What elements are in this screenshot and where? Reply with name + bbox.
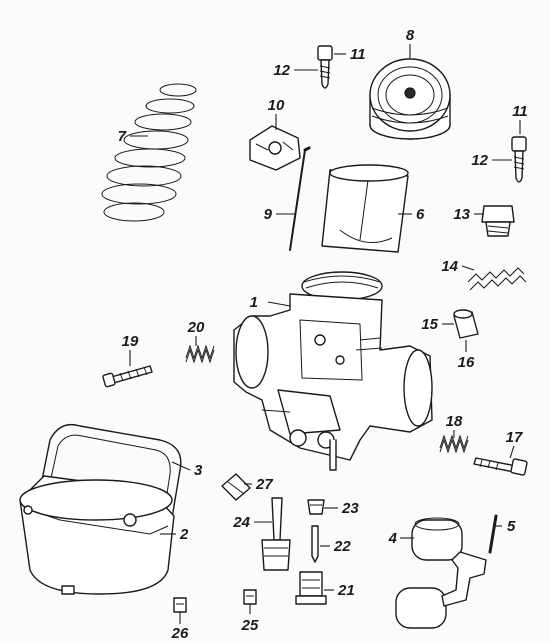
callout-12-right: 12 (471, 152, 488, 169)
part-main-jet-21 (295, 571, 327, 605)
part-throttle-slide (321, 164, 409, 253)
part-float (395, 517, 487, 629)
callout-3: 3 (194, 462, 203, 479)
callout-1: 1 (250, 294, 258, 311)
callout-5: 5 (507, 518, 516, 535)
part-small-spring-14 (467, 267, 527, 291)
part-spring-20 (185, 344, 215, 364)
callout-16: 16 (458, 354, 475, 371)
leader-17 (509, 445, 515, 459)
part-spring-18 (439, 434, 469, 454)
callout-14: 14 (441, 258, 458, 275)
part-screw-25 (243, 589, 257, 605)
callout-17: 17 (506, 429, 523, 446)
callout-2: 2 (179, 526, 189, 543)
callout-8: 8 (406, 27, 415, 44)
part-needle-valve-27 (221, 473, 251, 501)
part-float-needle-22 (311, 525, 319, 563)
callout-10: 10 (268, 97, 285, 114)
part-screw-26 (173, 597, 187, 613)
callout-15: 15 (421, 316, 438, 333)
callout-18: 18 (446, 413, 463, 430)
part-float-bowl (19, 475, 175, 595)
callout-6: 6 (416, 206, 425, 223)
callout-21: 21 (337, 582, 355, 599)
callout-4: 4 (388, 530, 398, 547)
part-adjust-screw-top (317, 45, 333, 89)
callout-11-right: 11 (512, 103, 528, 120)
callout-19: 19 (122, 333, 139, 350)
part-jet-needle (289, 146, 311, 251)
leader-14 (461, 265, 475, 271)
callout-labels: 1 2 3 4 5 6 7 8 9 10 11 11 12 12 13 14 1… (118, 27, 528, 642)
callout-26: 26 (171, 625, 189, 642)
leader-1 (267, 301, 291, 307)
callout-27: 27 (255, 476, 273, 493)
part-float-pin (488, 514, 498, 554)
part-idle-screw-17 (473, 457, 528, 476)
callout-13: 13 (453, 206, 470, 223)
callout-22: 22 (333, 538, 351, 555)
part-pilot-jet-cap (453, 309, 479, 339)
leader-lines (129, 44, 521, 624)
part-throttle-spring (101, 83, 197, 222)
part-needle-clip-plate (249, 125, 301, 171)
callout-7: 7 (118, 128, 127, 145)
callout-12-top: 12 (273, 62, 290, 79)
part-adjust-screw-right (511, 136, 527, 183)
callout-9: 9 (264, 206, 273, 223)
callout-25: 25 (241, 617, 259, 634)
part-jet-23 (307, 499, 325, 515)
callout-11-top: 11 (350, 46, 366, 63)
part-carburettor-body (233, 271, 433, 471)
part-air-screw-19 (102, 365, 153, 388)
leader-3 (171, 461, 191, 471)
callout-23: 23 (341, 500, 359, 517)
part-air-filter-cap (369, 58, 451, 140)
callout-20: 20 (187, 319, 205, 336)
part-needle-jet-24 (261, 497, 291, 571)
part-fitting (481, 205, 515, 237)
callout-24: 24 (232, 514, 250, 531)
